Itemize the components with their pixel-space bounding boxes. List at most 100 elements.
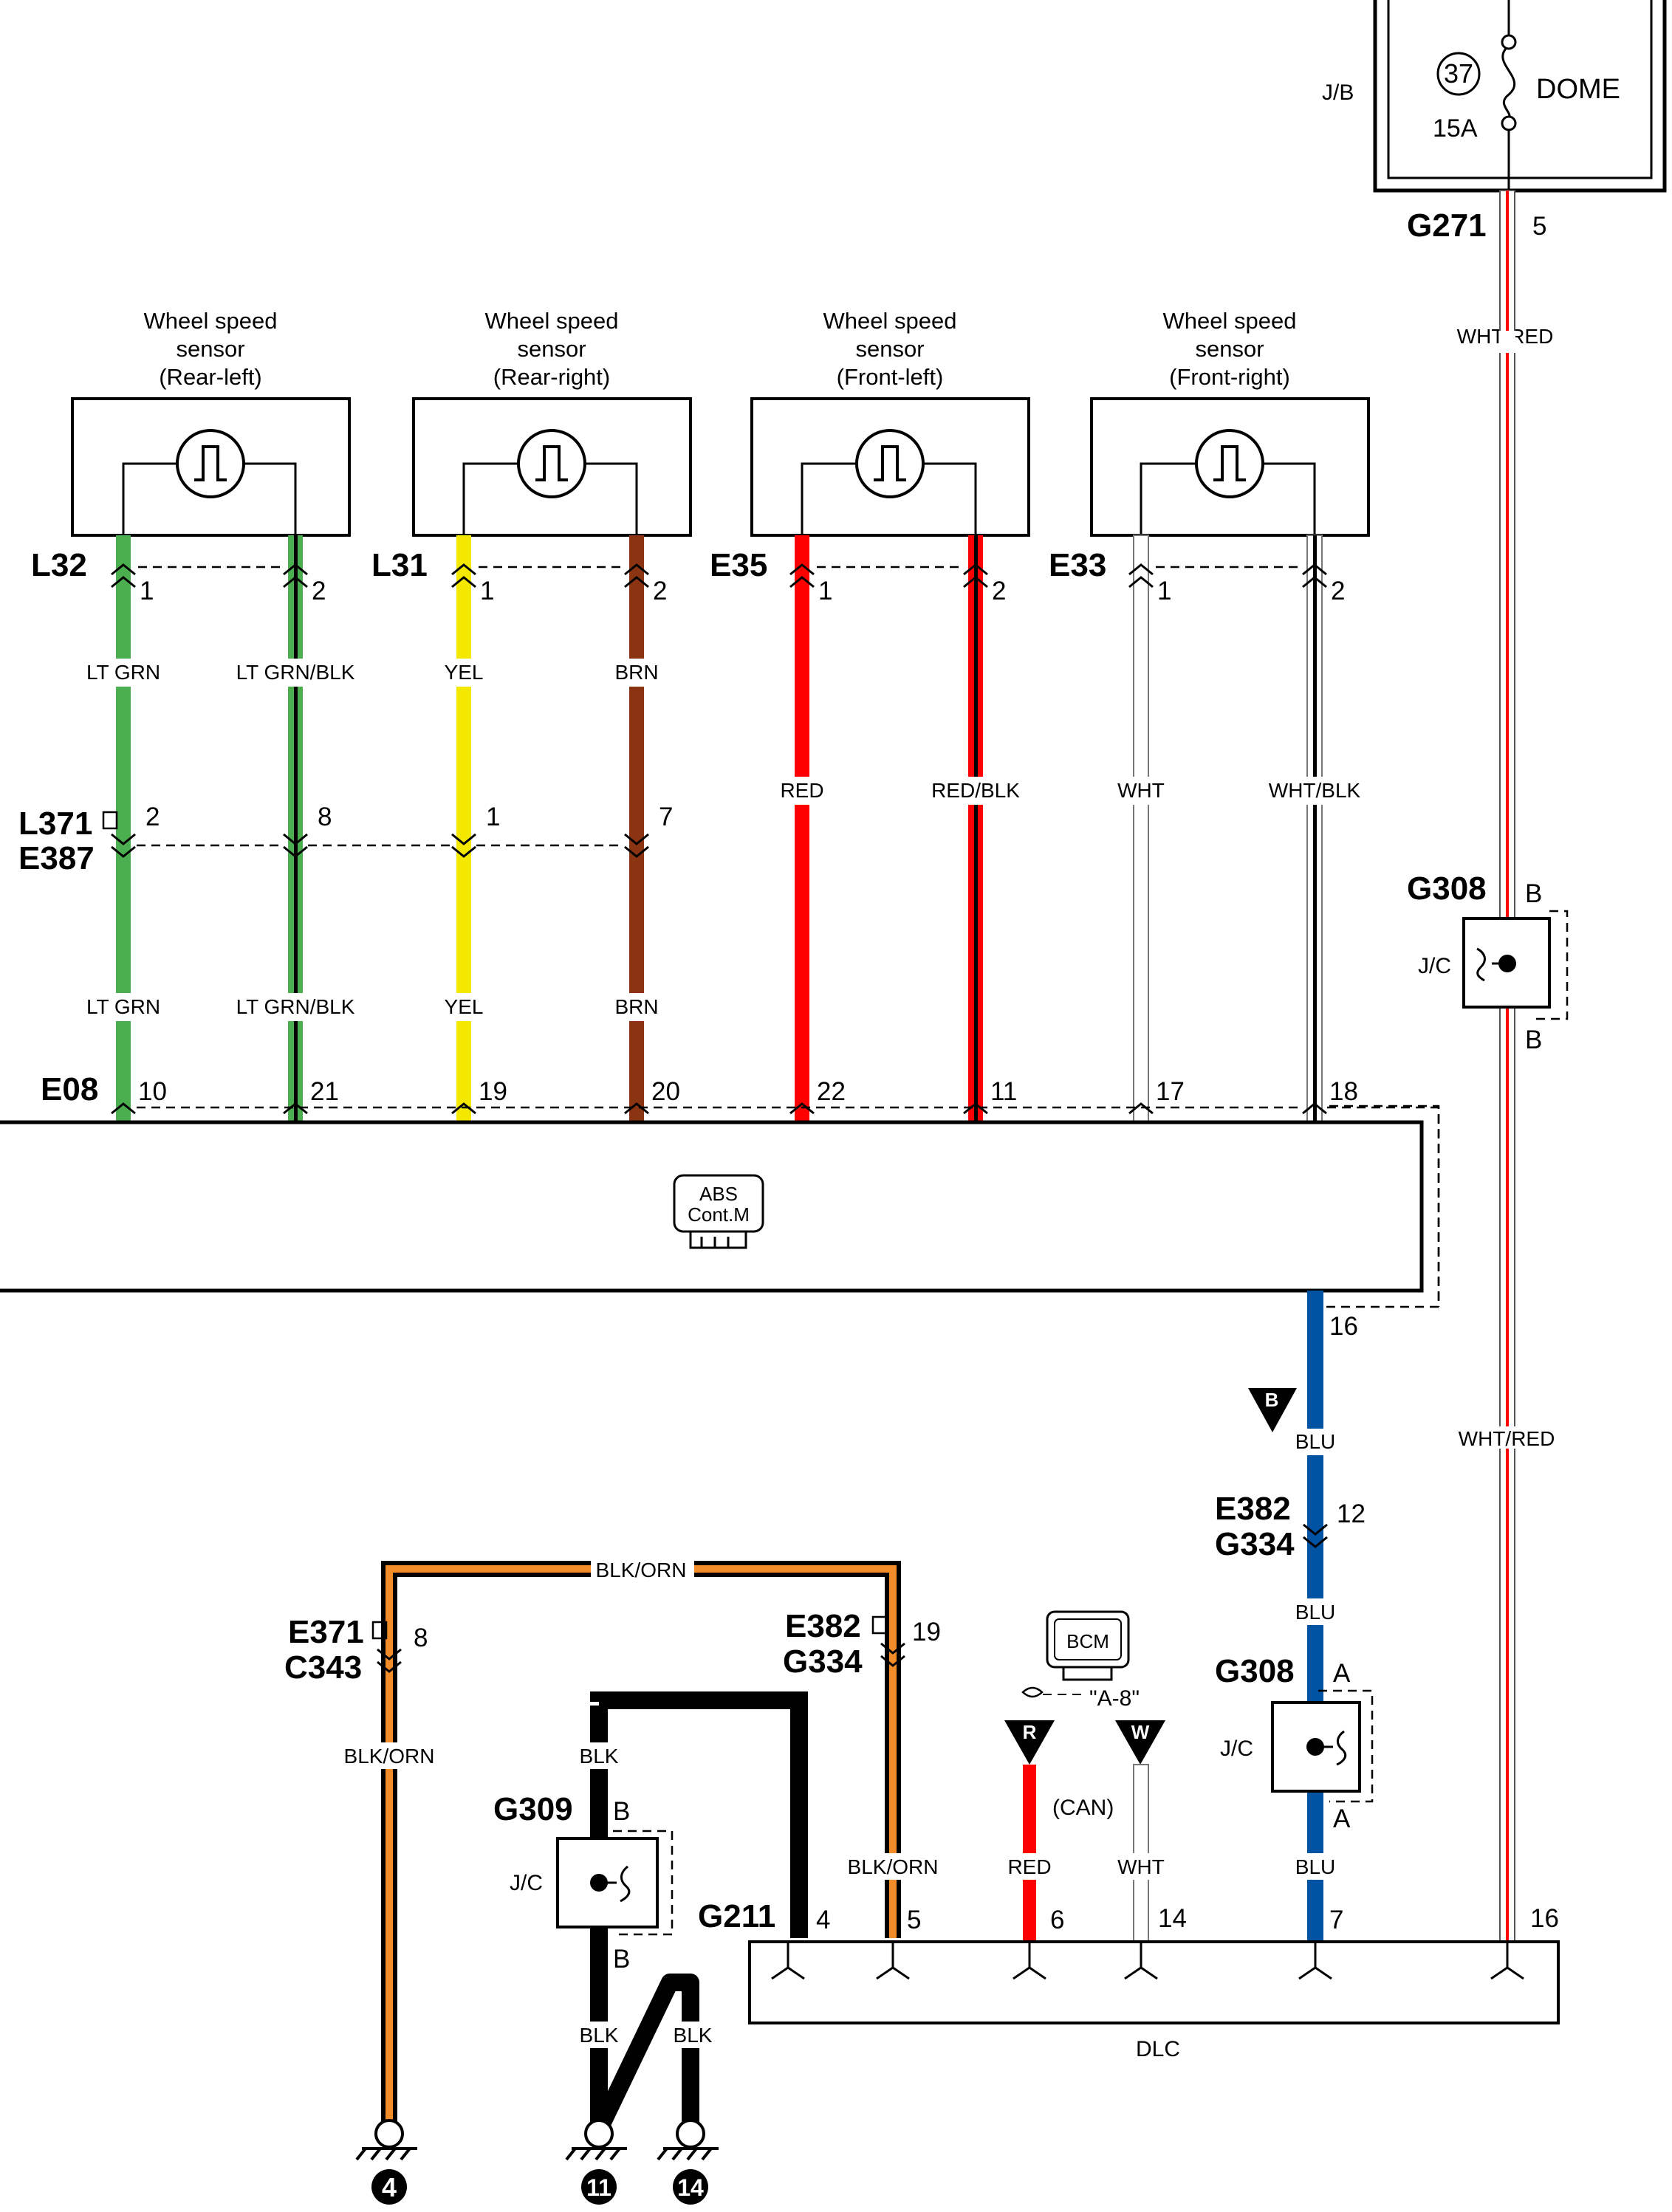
g309-jc xyxy=(556,1830,674,1936)
sensor-wire xyxy=(116,535,131,1122)
inline-conn-e387: E387 xyxy=(18,840,95,876)
e382-right-pin: 19 xyxy=(912,1618,941,1646)
sensor-connector: L31 xyxy=(371,547,428,583)
sensor-title-line: Wheel speed xyxy=(485,308,619,334)
pulse-generator-icon xyxy=(176,429,245,498)
ground-11-badge-icon xyxy=(581,2169,617,2205)
g308-bottom-name: G308 xyxy=(1215,1653,1295,1689)
wheel-speed-sensor-3: Wheel speedsensor(Front-right)WHT117WHT/… xyxy=(1049,308,1370,1123)
pulse-generator-icon xyxy=(1195,429,1264,498)
sensor-title-line: sensor xyxy=(1195,336,1264,362)
fuse-rating: 15A xyxy=(1433,114,1478,142)
g308-bottom-jc xyxy=(1271,1689,1374,1803)
ecu-pin: 20 xyxy=(651,1077,680,1106)
ground-11-number: 11 xyxy=(586,2174,611,2201)
g309-pin-lower: B xyxy=(613,1945,630,1974)
can-wht-wire xyxy=(1132,1764,1150,1943)
marker-w: W xyxy=(1131,1721,1150,1743)
sensor-title-line: (Front-left) xyxy=(837,364,944,390)
c343-conn: C343 xyxy=(284,1649,362,1686)
can-red-label: RED xyxy=(1007,1855,1051,1878)
abs-label-line1: ABS xyxy=(699,1183,738,1205)
abs-connector-e08: E08 xyxy=(41,1071,98,1107)
sensor-wire-label: RED xyxy=(780,779,823,802)
sensor-lower-wire-label: BRN xyxy=(614,995,658,1018)
sensor-title-line: Wheel speed xyxy=(1163,308,1297,334)
sensor-title-line: (Rear-left) xyxy=(159,364,262,390)
sensor-wire xyxy=(1133,535,1149,1123)
g271-connector: G271 xyxy=(1407,207,1487,244)
dlc-pin-14: 14 xyxy=(1158,1904,1187,1933)
abs-out-pin: 16 xyxy=(1329,1312,1358,1341)
fuse-icon xyxy=(1501,0,1515,190)
e371-conn: E371 xyxy=(288,1614,364,1650)
g308-top-name: G308 xyxy=(1407,870,1487,907)
e382-g334-top: E382 xyxy=(1215,1491,1291,1527)
sensor-title-line: (Rear-right) xyxy=(493,364,610,390)
pulse-generator-icon xyxy=(855,429,925,498)
sensor-pin: 1 xyxy=(1157,577,1171,605)
sensor-lower-wire-label: YEL xyxy=(445,995,484,1018)
sensor-title-line: Wheel speed xyxy=(823,308,957,334)
sensor-pin: 1 xyxy=(480,577,494,605)
bcm-block: BCM "A-8" xyxy=(1021,1610,1140,1711)
fuse-name: DOME xyxy=(1536,74,1620,105)
abs-icon xyxy=(673,1174,764,1233)
blk-bottom-label-a: BLK xyxy=(580,2024,619,2047)
sensor-title-line: sensor xyxy=(176,336,244,362)
pulse-generator-icon xyxy=(517,429,586,498)
sensor-title-line: sensor xyxy=(855,336,924,362)
ground-14: 14 xyxy=(657,2119,719,2205)
sensor-pin: 2 xyxy=(653,577,667,605)
g308-top-pin-upper: B xyxy=(1525,879,1542,908)
bcm-label: BCM xyxy=(1066,1630,1109,1652)
sensor-title-line: Wheel speed xyxy=(144,308,278,334)
g309-pin-upper: B xyxy=(613,1797,630,1826)
sensor-lower-wire-label: LT GRN/BLK xyxy=(236,995,355,1018)
blk-wire-bottom xyxy=(583,1927,707,2134)
dlc-pin-7: 7 xyxy=(1329,1906,1343,1934)
sensor-lower-wire-label: LT GRN xyxy=(86,995,160,1018)
sensor-wire xyxy=(456,535,471,1122)
sensor-pin: 2 xyxy=(1331,577,1345,605)
bcm-ref-arrow-icon xyxy=(1021,1686,1044,1698)
sensor-title-line: sensor xyxy=(517,336,586,362)
ecu-pin: 18 xyxy=(1329,1077,1358,1106)
e382-right-conn: E382 xyxy=(785,1608,861,1644)
bcm-ref: "A-8" xyxy=(1089,1686,1140,1711)
fuse-number-circle xyxy=(1436,52,1481,96)
g308-top-jc xyxy=(1462,910,1569,1020)
blk-orn-top-label: BLK/ORN xyxy=(596,1559,687,1581)
inline-pin: 7 xyxy=(659,803,673,831)
g308-top-pin-lower: B xyxy=(1525,1026,1542,1054)
wht-red-label-lower: WHT/RED xyxy=(1459,1427,1555,1450)
inline-conn-box xyxy=(102,811,118,830)
junction-block: J/B 37 15A DOME xyxy=(1322,0,1667,193)
g309-name: G309 xyxy=(493,1791,573,1827)
marker-b: B xyxy=(1265,1389,1279,1411)
sensor-title-line: (Front-right) xyxy=(1169,364,1290,390)
ground-14-badge-icon xyxy=(673,2169,708,2205)
sensor-pin: 1 xyxy=(818,577,832,605)
sensor-wire-label: WHT xyxy=(1117,779,1165,802)
sensor-wire xyxy=(795,535,809,1122)
sensor-wire-label: WHT/BLK xyxy=(1269,779,1361,802)
g308-bottom-pin-lower: A xyxy=(1333,1804,1351,1833)
ecu-pin: 11 xyxy=(990,1077,1017,1106)
ground-4-number: 4 xyxy=(382,2172,397,2202)
ground-4: 4 xyxy=(355,2119,417,2205)
inline-pin: 1 xyxy=(486,803,500,831)
ecu-pin: 22 xyxy=(817,1077,846,1106)
g308-bottom-pin-upper: A xyxy=(1333,1659,1351,1688)
wheel-speed-sensor-2: Wheel speedsensor(Front-left)RED122RED/B… xyxy=(710,308,1030,1122)
dlc-pin-6: 6 xyxy=(1050,1906,1064,1934)
sensor-connector: E35 xyxy=(710,547,767,583)
dlc-pin-4: 4 xyxy=(816,1906,830,1934)
sensor-pin: 2 xyxy=(992,577,1006,605)
ground-4-badge-icon xyxy=(371,2169,407,2205)
sensor-wire-label: LT GRN/BLK xyxy=(236,661,355,684)
g309-label: J/C xyxy=(510,1871,543,1895)
marker-w-icon xyxy=(1115,1720,1165,1765)
